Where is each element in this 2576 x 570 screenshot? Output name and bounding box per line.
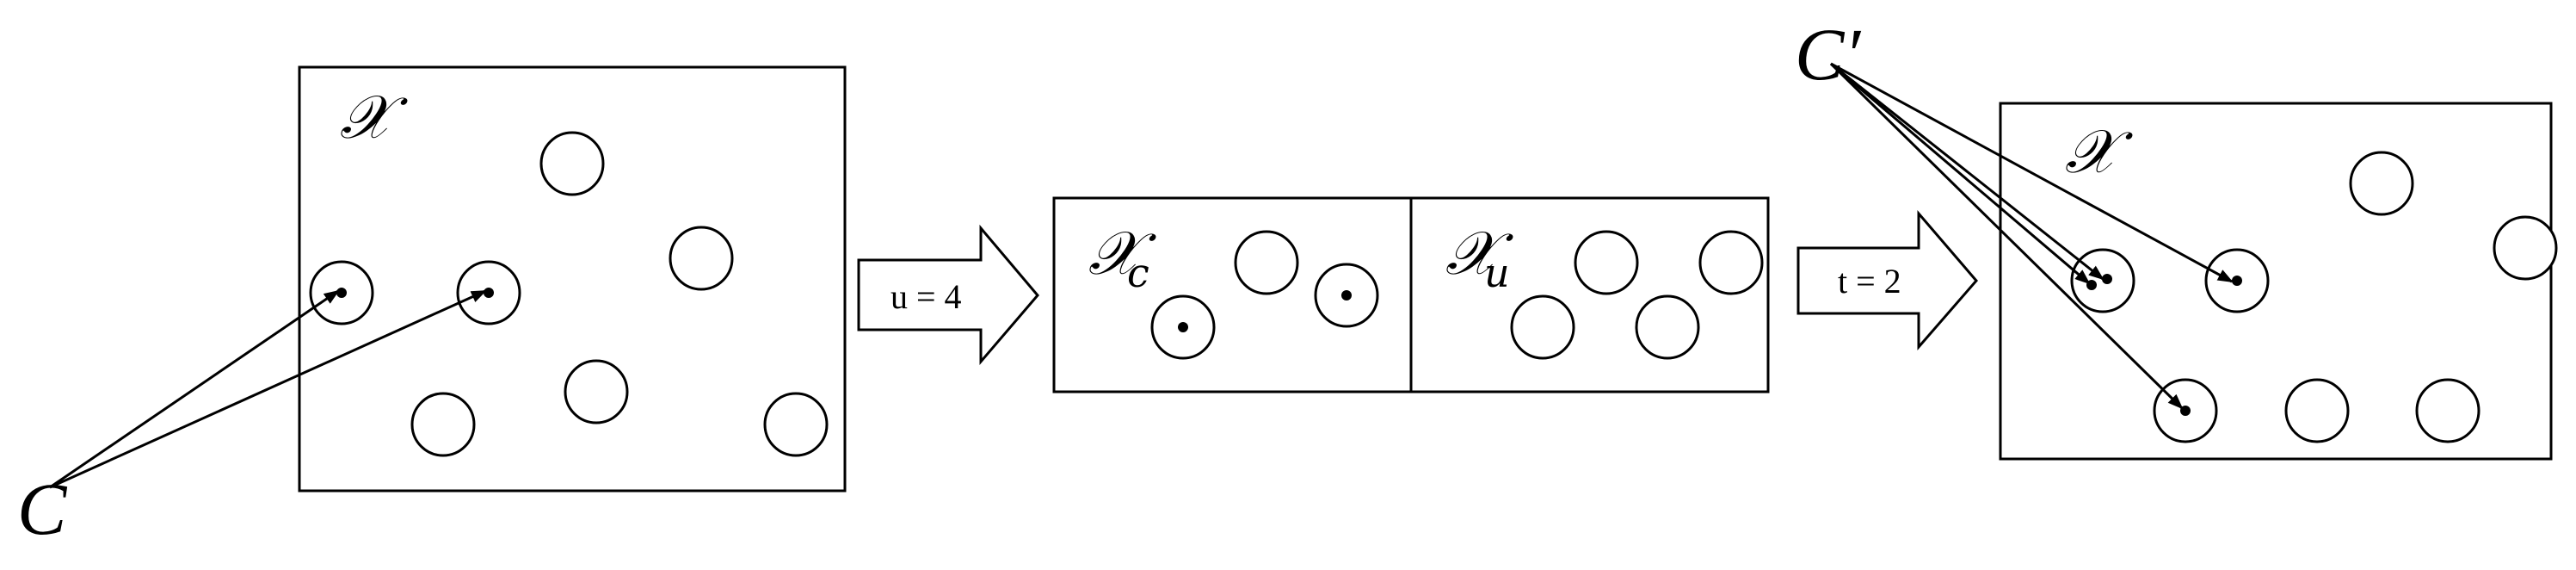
selection-arrow-shape (1796, 209, 1978, 351)
point-circle (564, 359, 629, 424)
target-arrow (1829, 62, 2184, 410)
output-set-label: 𝒳 (2065, 116, 2133, 187)
point-circle (669, 226, 734, 291)
point-marker (1341, 290, 1352, 300)
selection-step: t = 2 (1796, 209, 1978, 351)
output-panel: 𝒳 C′ (1795, 13, 2558, 461)
point-marker (2232, 276, 2242, 286)
source-arrow (49, 289, 487, 489)
point-marker (2102, 274, 2112, 284)
point-circle (539, 131, 605, 196)
point-circle (2349, 151, 2414, 216)
source-label: C (17, 468, 68, 550)
point-circle (1234, 230, 1299, 295)
point-circle (1510, 294, 1575, 360)
split-step: u = 4 (857, 224, 1039, 366)
point-marker (484, 288, 494, 298)
selection-step-label: t = 2 (1838, 262, 1901, 300)
input-set-box (298, 65, 847, 493)
split-panel: 𝒳 c 𝒳 u (1052, 196, 1770, 393)
point-circle (410, 392, 476, 457)
split-arrow-shape (857, 224, 1039, 366)
input-panel: 𝒳 C (17, 65, 847, 550)
right-split-subscript: u (1484, 250, 1510, 296)
point-marker (1178, 322, 1188, 332)
point-marker (336, 288, 347, 298)
split-step-label: u = 4 (891, 277, 962, 316)
point-circle (2284, 378, 2350, 443)
output-set-box (1999, 102, 2553, 461)
point-circle (1635, 294, 1700, 360)
target-arrow (1830, 62, 2105, 281)
input-set-label: 𝒳 (340, 82, 408, 152)
point-circle (763, 392, 829, 457)
source-arrow (49, 289, 340, 489)
point-circle (2493, 215, 2558, 281)
left-split-subscript: c (1127, 250, 1149, 296)
point-circle (2415, 378, 2480, 443)
point-circle (1574, 230, 1639, 295)
target-label: C′ (1795, 13, 1861, 96)
target-arrow (1830, 62, 2234, 283)
target-arrow (1830, 62, 2091, 285)
point-circle (1698, 230, 1764, 295)
